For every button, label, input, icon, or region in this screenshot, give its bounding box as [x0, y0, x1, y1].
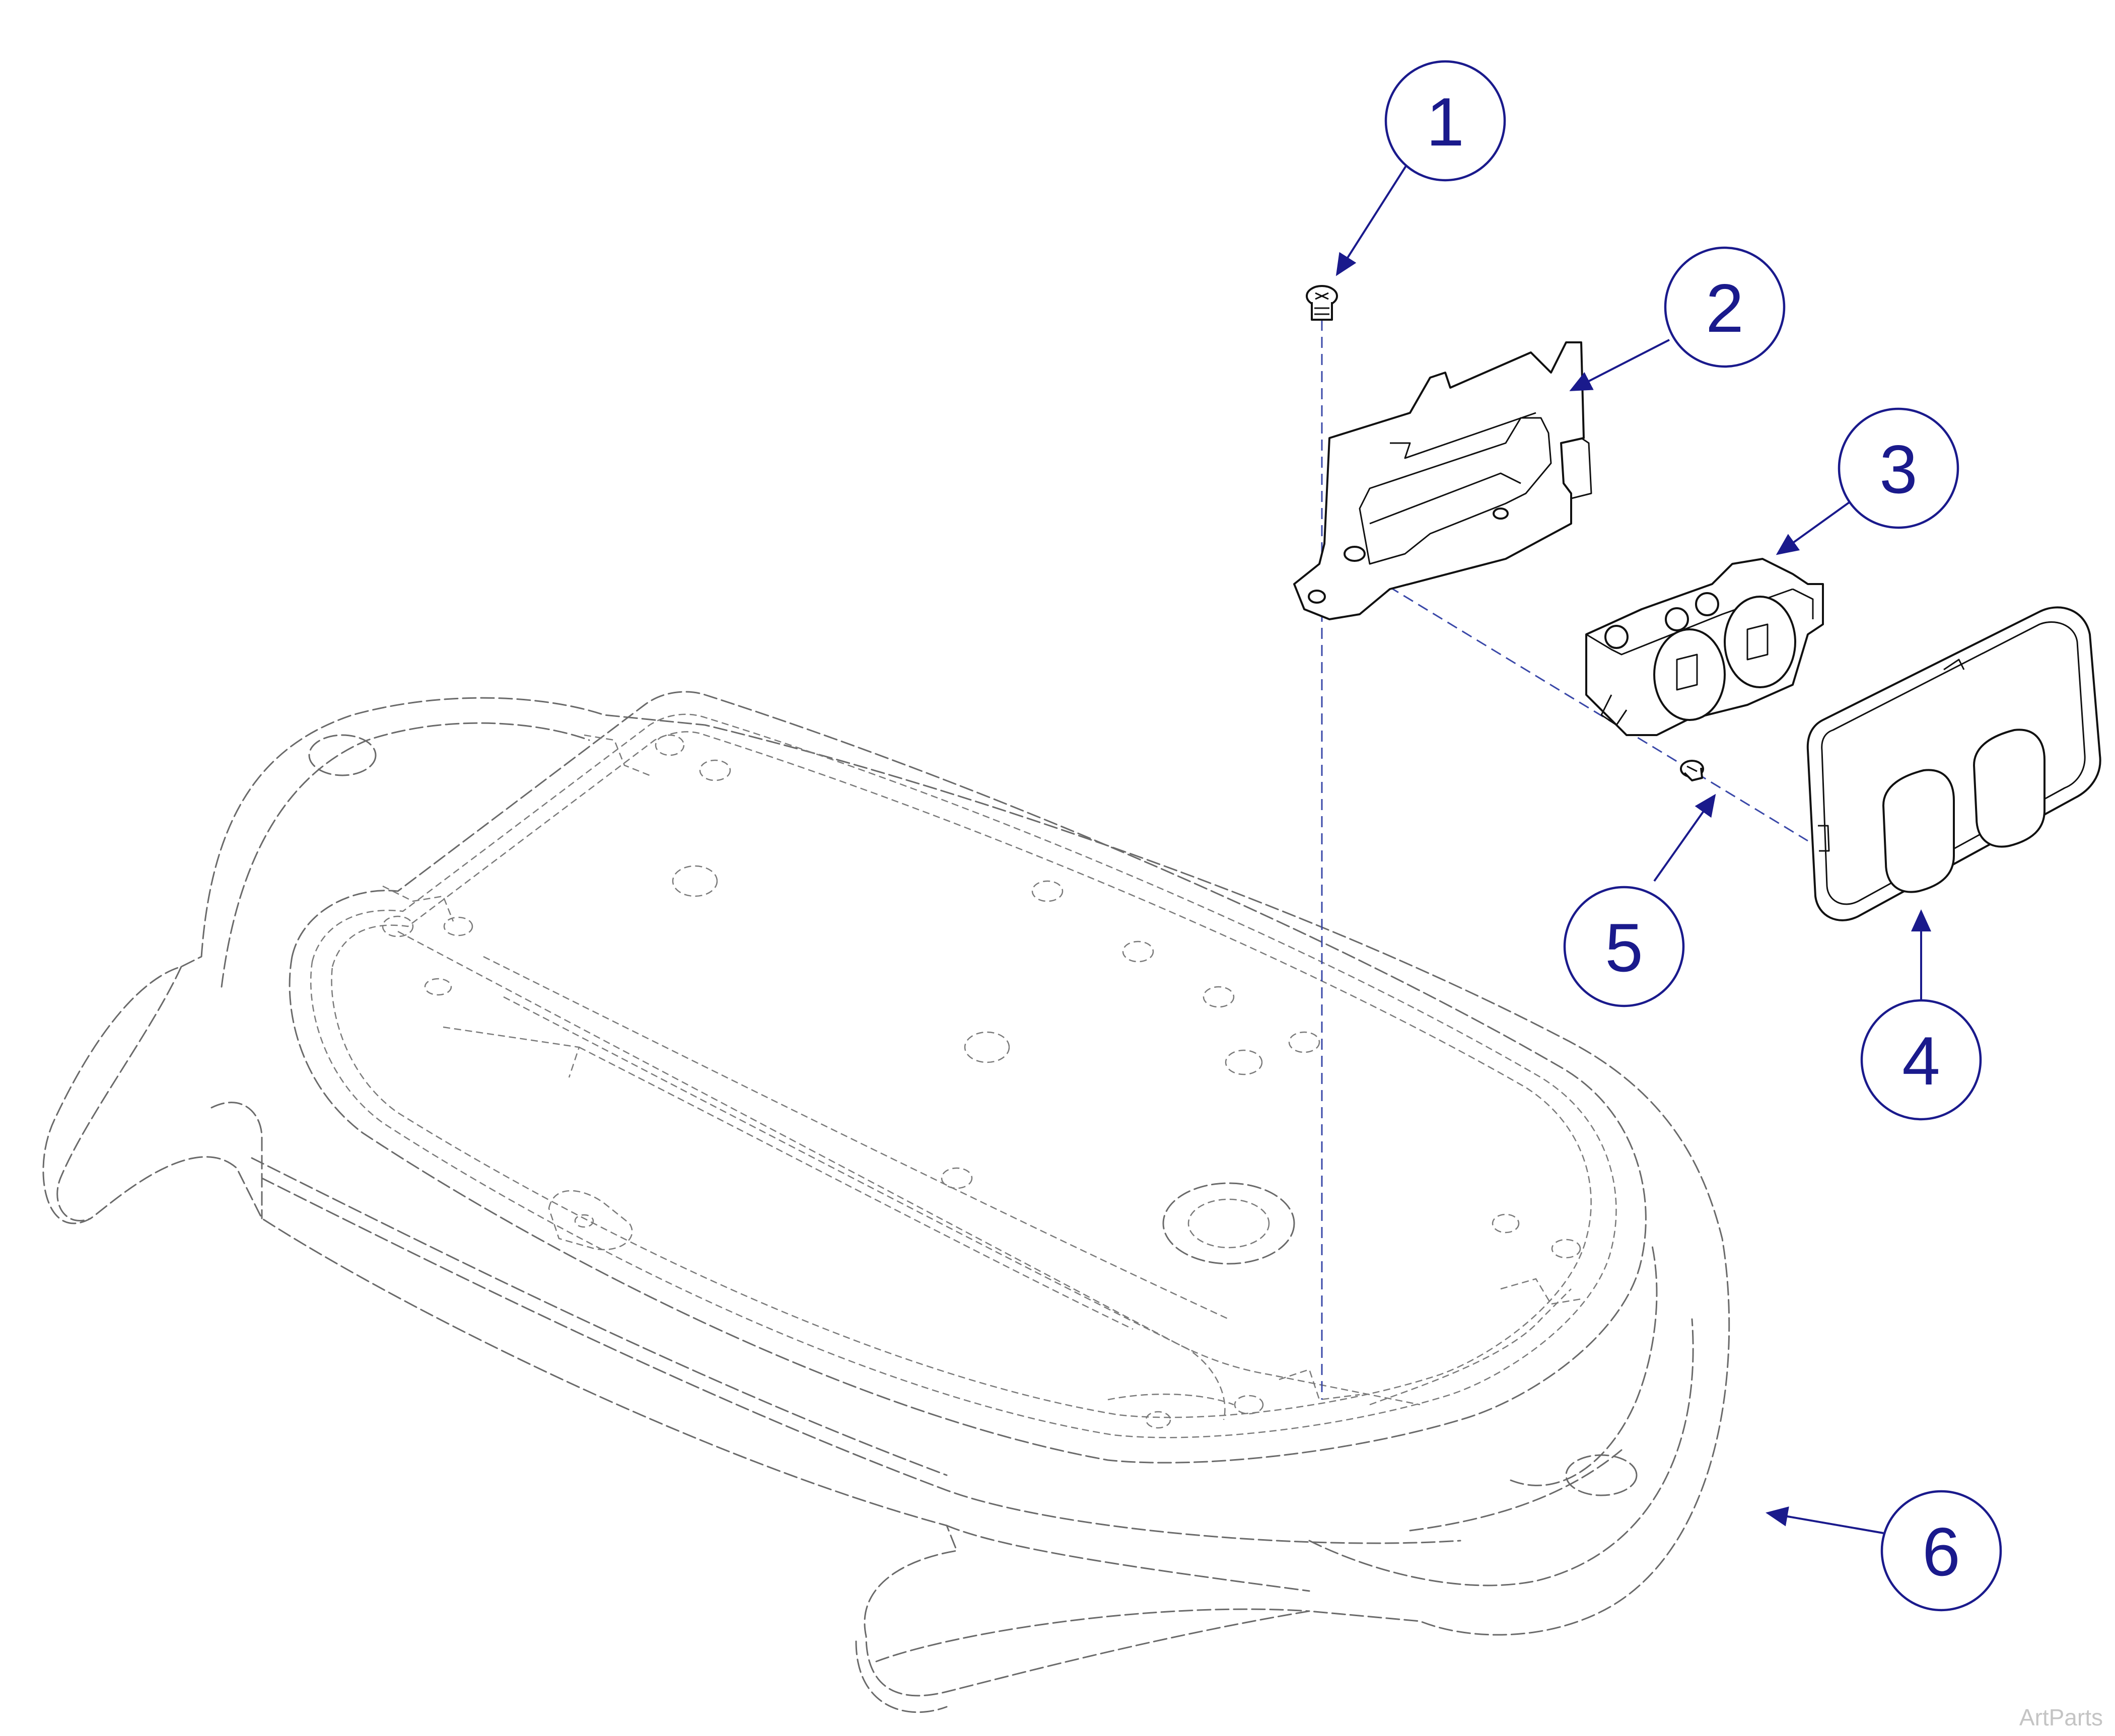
callout-5-label: 5	[1605, 909, 1643, 986]
callout-3-circle	[1838, 407, 1959, 529]
callout-2-label: 2	[1706, 270, 1744, 346]
screw-1	[1306, 285, 1338, 321]
assembly-centerlines	[1321, 320, 1808, 1400]
callout-3[interactable]: 3	[1838, 407, 1959, 529]
callout-1-circle	[1384, 60, 1506, 182]
callout-1[interactable]: 1	[1384, 60, 1506, 182]
callout-1-label: 1	[1426, 84, 1464, 160]
callout-5-circle	[1563, 886, 1685, 1007]
duplex-receptacle	[1585, 558, 1824, 736]
callout-6-label: 6	[1922, 1513, 1960, 1590]
mounting-bracket	[1293, 341, 1592, 620]
callout-6-circle	[1880, 1490, 2002, 1612]
callout-2-circle	[1664, 246, 1786, 368]
callout-4-label: 4	[1902, 1023, 1940, 1099]
callout-4[interactable]: 4	[1860, 999, 1982, 1121]
receptacle-cover-plate	[1806, 606, 2101, 921]
artparts-watermark: ArtParts	[2019, 1704, 2103, 1730]
callout-6[interactable]: 6	[1880, 1490, 2002, 1612]
callout-3-label: 3	[1879, 431, 1918, 508]
callout-2[interactable]: 2	[1664, 246, 1786, 368]
callout-4-circle	[1860, 999, 1982, 1121]
base-phantom-outline	[42, 691, 1730, 1713]
callout-5[interactable]: 5	[1563, 886, 1685, 1007]
screw-5	[1680, 760, 1704, 781]
